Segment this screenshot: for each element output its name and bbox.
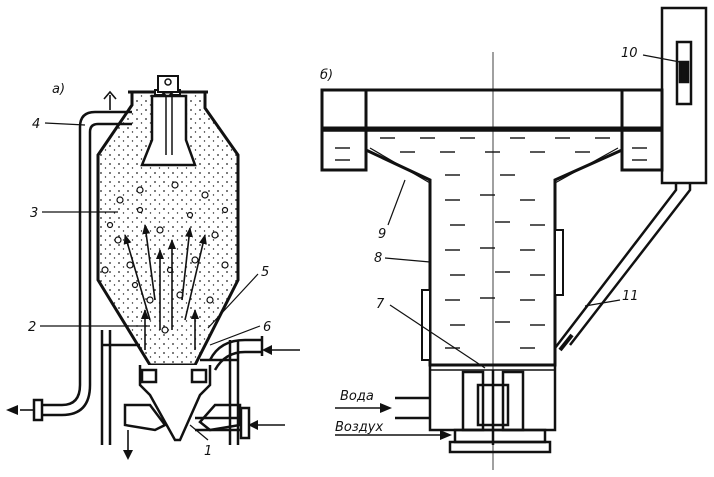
flow-arrows [123, 224, 207, 350]
right-flange [554, 229, 564, 296]
label-1: 1 [204, 444, 212, 459]
water-inlet-pipe [395, 396, 430, 420]
label-6: 6 [263, 320, 271, 335]
air-label: Воздух [335, 420, 383, 435]
top-tank-frame [320, 88, 664, 172]
water-label: Вода [340, 389, 374, 404]
level-gauge [554, 6, 708, 352]
label-9: 9 [378, 227, 386, 242]
label-3: 3 [30, 206, 38, 221]
panel-b-label: б) [320, 68, 333, 83]
liquid-fill [335, 137, 647, 349]
side-inlet-pipe [208, 336, 264, 371]
left-flange [421, 289, 431, 361]
label-7: 7 [376, 297, 385, 312]
panel-a-label: а) [52, 82, 65, 97]
label-11: 11 [622, 289, 639, 304]
panel-b-diagram: б) [320, 6, 708, 470]
support-legs [100, 330, 240, 445]
return-pipe [32, 110, 132, 422]
label-4: 4 [32, 117, 40, 132]
label-5: 5 [261, 265, 269, 280]
label-10: 10 [621, 46, 638, 61]
panel-a-diagram: а) [6, 75, 300, 460]
particle-bubbles [101, 181, 229, 334]
label-8: 8 [374, 251, 382, 266]
label-2: 2 [28, 320, 36, 335]
aerator-chamber [428, 363, 557, 454]
bottom-inlet-pipe [195, 406, 251, 440]
